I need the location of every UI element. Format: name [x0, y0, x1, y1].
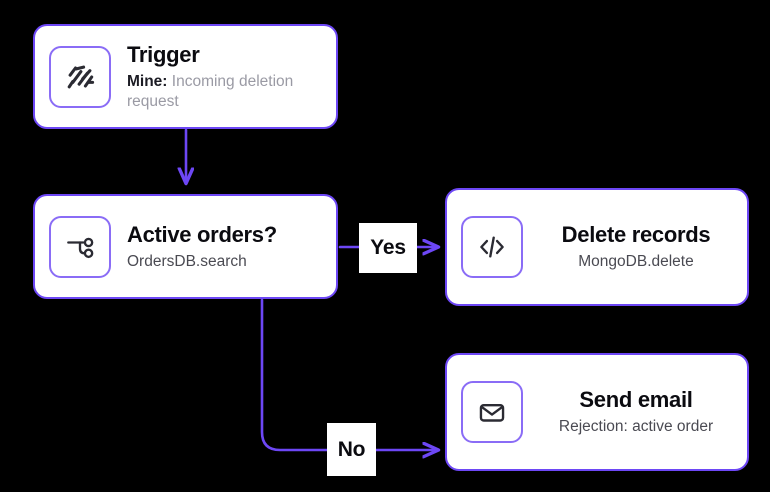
node-trigger-subtitle-muted: Incoming deletion request — [127, 73, 294, 110]
node-send-email[interactable]: Send email Rejection: active order — [445, 353, 749, 471]
node-condition-body: Active orders? OrdersDB.search — [127, 222, 322, 272]
edge-label-yes: Yes — [359, 223, 417, 273]
node-send-email-body: Send email Rejection: active order — [539, 387, 733, 437]
node-condition[interactable]: Active orders? OrdersDB.search — [33, 194, 338, 299]
node-trigger[interactable]: Trigger Mine: Incoming deletion request — [33, 24, 338, 129]
node-send-email-title: Send email — [579, 387, 693, 413]
node-trigger-subtitle: Mine: Incoming deletion request — [127, 72, 322, 111]
node-delete-records-body: Delete records MongoDB.delete — [539, 222, 733, 272]
node-delete-records[interactable]: Delete records MongoDB.delete — [445, 188, 749, 306]
edge-label-no: No — [327, 423, 376, 476]
node-condition-subtitle: OrdersDB.search — [127, 252, 247, 270]
envelope-icon — [461, 381, 523, 443]
node-condition-title: Active orders? — [127, 221, 277, 247]
node-trigger-subtitle-strong: Mine: — [127, 73, 168, 91]
lightning-strokes-icon — [49, 45, 111, 108]
code-icon — [461, 216, 523, 278]
node-delete-records-subtitle: MongoDB.delete — [578, 253, 694, 271]
node-trigger-title: Trigger — [127, 41, 200, 67]
node-delete-records-title: Delete records — [561, 222, 711, 248]
branch-icon — [49, 215, 111, 278]
node-trigger-body: Trigger Mine: Incoming deletion request — [127, 42, 322, 111]
edge-condition-no — [260, 298, 437, 450]
node-send-email-subtitle: Rejection: active order — [558, 418, 714, 436]
